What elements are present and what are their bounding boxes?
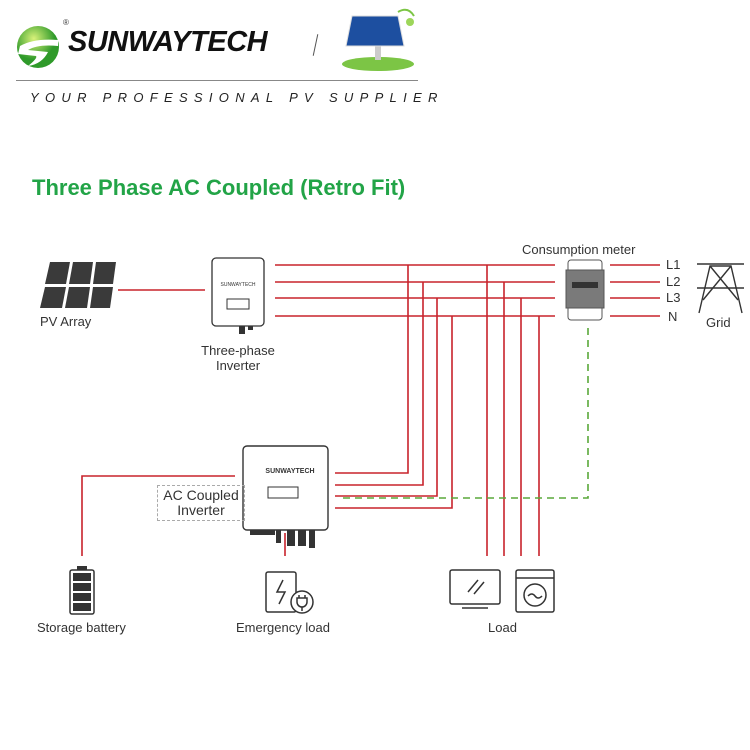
consumption-meter-icon — [565, 259, 605, 321]
storage-battery-icon — [69, 566, 95, 615]
svg-text:SUNWAYTECH: SUNWAYTECH — [265, 468, 314, 475]
three-phase-inverter-icon: SUNWAYTECH — [211, 257, 265, 334]
consumption-meter-label: Consumption meter — [522, 242, 636, 257]
tagline: YOUR PROFESSIONAL PV SUPPLIER — [30, 90, 444, 105]
load-label: Load — [488, 620, 517, 635]
svg-text:SUNWAYTECH: SUNWAYTECH — [221, 282, 256, 288]
storage-battery-label: Storage battery — [37, 620, 126, 635]
label-line: Inverter — [215, 358, 261, 373]
pv-array-icon — [40, 262, 116, 308]
ac-coupled-inverter-icon: SUNWAYTECH — [242, 445, 329, 548]
washing-machine-icon — [515, 569, 555, 613]
ac-coupled-inverter-label-box: AC Coupled Inverter — [157, 485, 245, 521]
label-line: AC Coupled — [163, 487, 239, 503]
brand-name: SUNWAYTECH — [68, 26, 268, 58]
phase-l3-label: L3 — [666, 290, 681, 305]
phase-l2-label: L2 — [666, 274, 681, 289]
header-rule — [16, 80, 418, 81]
emergency-load-label: Emergency load — [236, 620, 330, 635]
phase-l1-label: L1 — [666, 257, 681, 272]
phase-n-label: N — [668, 309, 678, 324]
pv-array-label: PV Array — [40, 314, 92, 329]
registered-mark: ® — [63, 18, 69, 27]
three-phase-inverter-label: Three-phase Inverter — [190, 343, 286, 373]
emergency-load-icon — [265, 571, 314, 614]
monitor-icon — [449, 569, 501, 609]
battery-line — [81, 475, 235, 556]
page-title: Three Phase AC Coupled (Retro Fit) — [32, 175, 406, 200]
solar-panel-logo-icon — [342, 8, 415, 71]
sunwaytech-logo-icon — [17, 26, 59, 68]
comm-line — [343, 325, 589, 499]
label-line: Inverter — [177, 502, 225, 518]
grid-tower-icon — [697, 263, 744, 314]
label-line: Three-phase — [201, 343, 275, 358]
grid-label: Grid — [706, 315, 731, 330]
